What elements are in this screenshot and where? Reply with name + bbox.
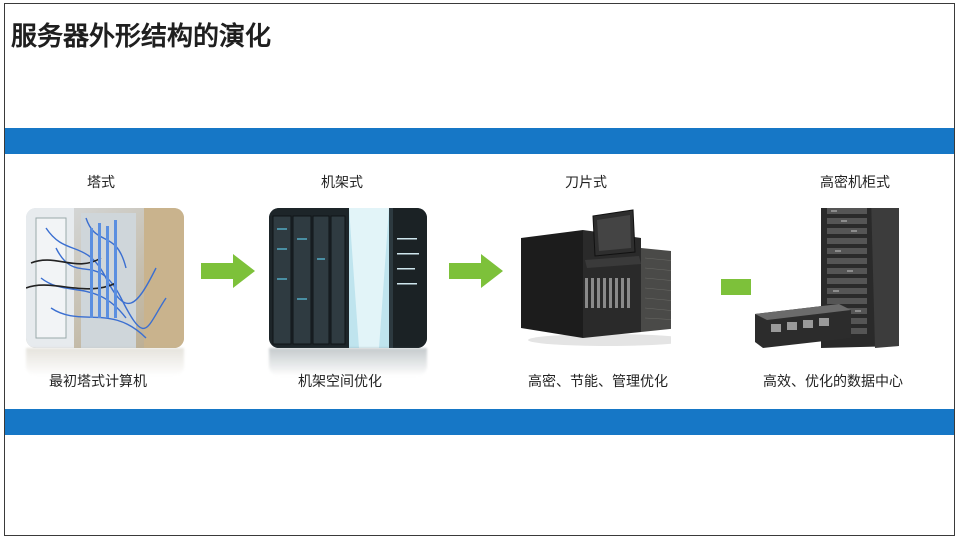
rack-photo-reflection	[269, 348, 427, 376]
stage-label-blade: 刀片式	[565, 175, 607, 191]
blade-server-photo	[513, 208, 671, 348]
tower-server-photo	[26, 208, 184, 348]
right-arrow-icon	[201, 254, 255, 288]
high-density-cabinet-photo	[751, 208, 911, 348]
rack-server-image	[269, 208, 427, 348]
rack-server-photo	[269, 208, 427, 348]
stage-caption-high-density: 高效、优化的数据中心	[763, 374, 903, 390]
blade-server-image	[513, 208, 671, 348]
stage-label-high-density: 高密机柜式	[820, 175, 890, 191]
stage-label-rack: 机架式	[321, 175, 363, 191]
right-arrow-icon	[449, 254, 503, 288]
slide: 服务器外形结构的演化 塔式	[4, 3, 955, 536]
stage-caption-rack: 机架空间优化	[298, 374, 382, 390]
tower-server-image	[26, 208, 184, 348]
stage-caption-blade: 高密、节能、管理优化	[528, 374, 668, 390]
bottom-blue-band	[5, 409, 954, 435]
top-blue-band	[5, 128, 954, 154]
stage-label-tower: 塔式	[87, 175, 115, 191]
tower-photo-reflection	[26, 348, 184, 376]
page-title: 服务器外形结构的演化	[11, 22, 272, 52]
high-density-cabinet-image	[751, 208, 911, 348]
stage-caption-tower: 最初塔式计算机	[49, 374, 147, 390]
